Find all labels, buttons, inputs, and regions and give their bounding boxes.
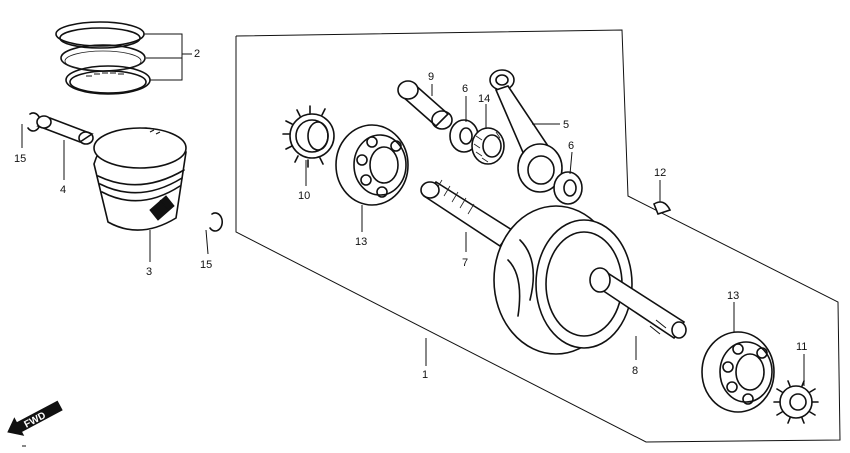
- callout-6-lower: 6: [568, 140, 574, 152]
- callout-5: 5: [563, 119, 569, 131]
- callout-2: 2: [194, 48, 200, 60]
- callout-8: 8: [632, 365, 638, 377]
- assembly-frame: [235, 29, 841, 443]
- crankshaft-part: [420, 179, 687, 355]
- cam-chain-sprocket-nut-part: [773, 380, 819, 424]
- crank-pin-part: [397, 80, 453, 130]
- callout-7: 7: [462, 257, 468, 269]
- callout-15-left: 15: [14, 153, 26, 165]
- callout-1: 1: [422, 369, 428, 381]
- callout-12: 12: [654, 167, 666, 179]
- callout-labels: 1 2 3 4 5 6 6 7 8 9 10 11 12 13 13 14 15…: [14, 48, 807, 381]
- leader-lines: [21, 33, 805, 386]
- callout-14: 14: [478, 93, 490, 105]
- circlip-right-part: [209, 212, 224, 232]
- callout-11: 11: [796, 341, 807, 353]
- callout-3: 3: [146, 266, 152, 278]
- callout-9: 9: [428, 71, 434, 83]
- woodruff-key-part: [653, 201, 672, 215]
- fwd-arrow-icon: FWD: [7, 400, 63, 436]
- connecting-rod-part: [489, 69, 563, 193]
- piston-pin-part: [36, 115, 94, 145]
- callout-4: 4: [60, 184, 66, 196]
- needle-bearing-part: [471, 127, 505, 165]
- callout-10: 10: [298, 190, 310, 202]
- sprocket-part: [282, 105, 335, 168]
- bearing-right-part: [701, 331, 775, 413]
- piston-rings-part: [55, 21, 151, 95]
- callout-6-upper: 6: [462, 83, 468, 95]
- callout-13-left: 13: [355, 236, 367, 248]
- bearing-left-part: [335, 124, 409, 206]
- callout-13-right: 13: [727, 290, 739, 302]
- washer-lower-part: [553, 171, 583, 205]
- fwd-label: FWD: [22, 410, 47, 430]
- callout-15-right: 15: [200, 259, 212, 271]
- piston-part: [93, 127, 187, 231]
